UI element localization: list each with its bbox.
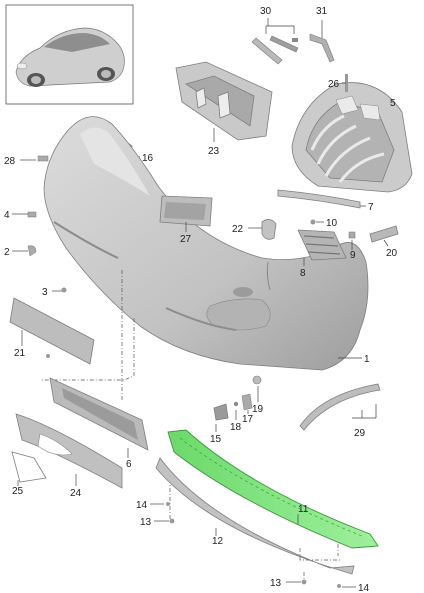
callout-29: 29 — [354, 428, 366, 439]
callout-1: 1 — [364, 354, 370, 365]
clip-9 — [348, 231, 356, 250]
callout-6: 6 — [126, 459, 132, 470]
fastener-set — [251, 18, 299, 65]
callout-14-lower: 14 — [358, 583, 370, 593]
callout-22: 22 — [232, 224, 244, 235]
retaining-clip-28 — [20, 155, 49, 162]
screw-14-lower — [337, 584, 356, 588]
callout-13-upper: 13 — [140, 517, 152, 528]
callout-27: 27 — [180, 234, 192, 245]
wheel-arch-trim — [299, 383, 381, 431]
parking-sensor — [248, 219, 277, 240]
callout-17: 17 — [242, 414, 254, 425]
screw-13-upper — [154, 518, 175, 524]
callout-4: 4 — [4, 210, 10, 221]
callout-26: 26 — [328, 79, 340, 90]
sensor-19 — [252, 375, 262, 402]
lower-grille — [15, 413, 123, 489]
clip-2 — [12, 245, 37, 257]
callout-5: 5 — [390, 98, 396, 109]
callout-9: 9 — [350, 250, 356, 261]
screw-3 — [52, 287, 67, 293]
pin-clip — [342, 74, 348, 92]
callout-14-upper: 14 — [136, 500, 148, 511]
air-duct-bracket — [175, 61, 273, 142]
bumper-cover — [43, 116, 369, 371]
sensor-18 — [233, 401, 239, 420]
lower-grille-frame — [49, 377, 149, 458]
vehicle-thumbnail — [5, 4, 134, 105]
screw-14-upper — [150, 502, 170, 506]
license-bracket — [159, 195, 213, 232]
callout-15: 15 — [210, 434, 222, 445]
grille-trim-ring — [11, 451, 47, 486]
callout-28: 28 — [4, 156, 16, 167]
callout-20: 20 — [386, 248, 398, 259]
callout-31: 31 — [316, 6, 328, 17]
callout-30: 30 — [260, 6, 272, 17]
sensor-15 — [213, 403, 229, 432]
screw-10 — [310, 219, 324, 225]
assembly-leaders — [40, 270, 340, 582]
callout-16: 16 — [142, 153, 154, 164]
sensor-17 — [241, 393, 253, 414]
side-air-grille — [297, 229, 347, 266]
mounting-bracket-20 — [369, 225, 399, 247]
trim-strip — [277, 189, 366, 209]
release-tool — [309, 20, 335, 63]
callout-10: 10 — [326, 218, 338, 229]
license-plate-base — [9, 297, 95, 365]
callout-24: 24 — [70, 488, 82, 499]
callout-25: 25 — [12, 486, 24, 497]
callout-11: 11 — [298, 504, 309, 515]
callout-19: 19 — [252, 404, 264, 415]
front-spoiler-lip-highlighted — [167, 429, 379, 549]
clip-4 — [12, 211, 37, 218]
callout-18: 18 — [230, 422, 242, 433]
callout-3: 3 — [42, 287, 48, 298]
grille-carrier — [291, 82, 413, 193]
callout-12: 12 — [212, 536, 224, 547]
lower-lip-trim — [155, 457, 355, 575]
callout-13-lower: 13 — [270, 578, 282, 589]
callout-2: 2 — [4, 247, 10, 258]
callout-23: 23 — [208, 146, 220, 157]
callout-labels: 1 2 3 4 5 6 7 8 9 10 11 12 13 13 14 14 1… — [4, 6, 398, 593]
callout-8: 8 — [300, 268, 306, 279]
callout-21: 21 — [14, 348, 26, 359]
screw-13-lower — [286, 579, 307, 585]
callout-7: 7 — [368, 202, 374, 213]
